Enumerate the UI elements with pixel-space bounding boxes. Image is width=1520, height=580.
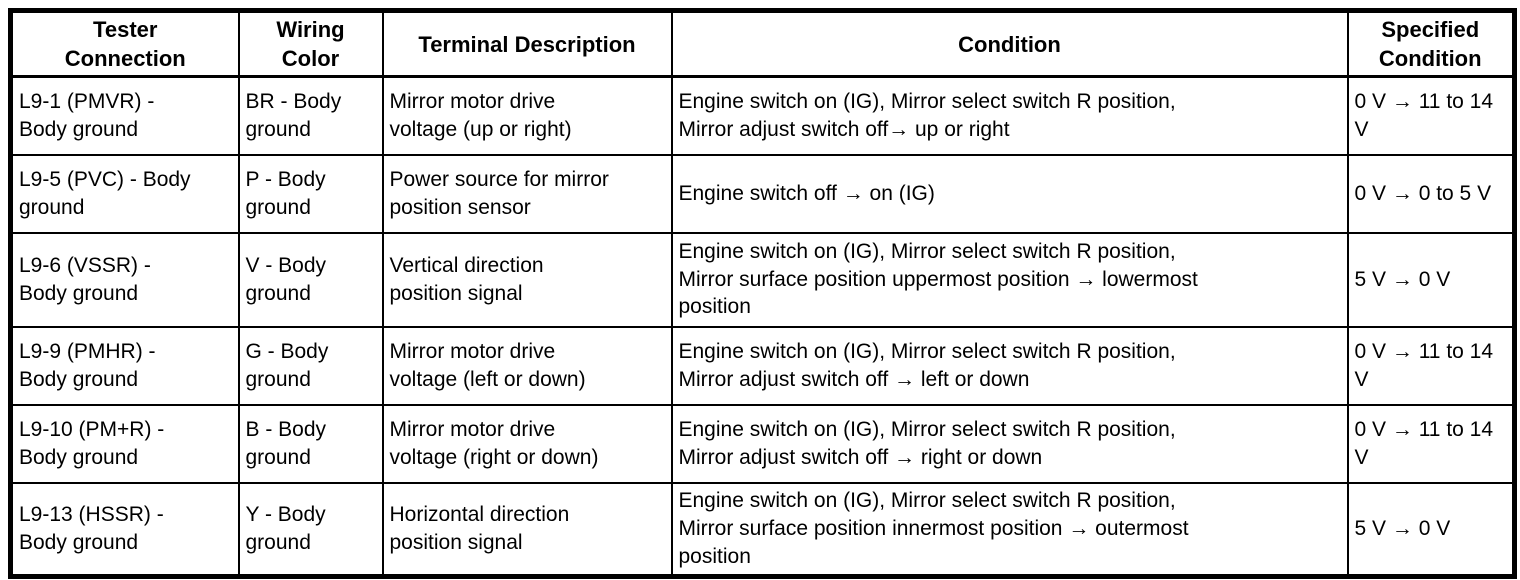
cell-specified-condition: 0 V → 11 to 14 V xyxy=(1346,403,1516,484)
cell-wiring-color: V - Body ground xyxy=(237,231,384,328)
terminal-inspection-table: Tester Connection Wiring Color Terminal … xyxy=(8,8,1517,580)
table-row-l9-10: L9-10 (PM+R) - Body ground B - Body grou… xyxy=(9,403,1516,484)
cell-terminal-description: Power source for mirror position sensor xyxy=(381,153,673,234)
cell-wiring-color: G - Body ground xyxy=(237,325,384,406)
cell-condition: Engine switch on (IG), Mirror select swi… xyxy=(670,325,1349,406)
cell-terminal-description: Mirror motor drive voltage (right or dow… xyxy=(381,403,673,484)
document-page: Tester Connection Wiring Color Terminal … xyxy=(8,8,1517,580)
cell-tester-connection: L9-13 (HSSR) - Body ground xyxy=(9,481,240,578)
table-row-l9-9: L9-9 (PMHR) - Body ground G - Body groun… xyxy=(9,325,1516,406)
cell-wiring-color: BR - Body ground xyxy=(237,75,384,156)
col-header-terminal-description: Terminal Description xyxy=(381,9,673,79)
table-row-l9-6: L9-6 (VSSR) - Body ground V - Body groun… xyxy=(9,231,1516,328)
cell-tester-connection: L9-10 (PM+R) - Body ground xyxy=(9,403,240,484)
table-row-l9-13: L9-13 (HSSR) - Body ground Y - Body grou… xyxy=(9,481,1516,578)
table-row-l9-1: L9-1 (PMVR) - Body ground BR - Body grou… xyxy=(9,75,1516,156)
cell-tester-connection: L9-9 (PMHR) - Body ground xyxy=(9,325,240,406)
cell-specified-condition: 5 V → 0 V xyxy=(1346,481,1516,578)
cell-condition: Engine switch on (IG), Mirror select swi… xyxy=(670,231,1349,328)
cell-tester-connection: L9-6 (VSSR) - Body ground xyxy=(9,231,240,328)
cell-specified-condition: 5 V → 0 V xyxy=(1346,231,1516,328)
col-header-tester-connection: Tester Connection xyxy=(9,9,240,79)
cell-terminal-description: Mirror motor drive voltage (up or right) xyxy=(381,75,673,156)
cell-specified-condition: 0 V → 0 to 5 V xyxy=(1346,153,1516,234)
cell-specified-condition: 0 V → 11 to 14 V xyxy=(1346,325,1516,406)
header-row: Tester Connection Wiring Color Terminal … xyxy=(9,9,1516,79)
cell-condition: Engine switch off → on (IG) xyxy=(670,153,1349,234)
cell-terminal-description: Mirror motor drive voltage (left or down… xyxy=(381,325,673,406)
cell-tester-connection: L9-1 (PMVR) - Body ground xyxy=(9,75,240,156)
cell-condition: Engine switch on (IG), Mirror select swi… xyxy=(670,75,1349,156)
table-row-l9-5: L9-5 (PVC) - Body ground P - Body ground… xyxy=(9,153,1516,234)
cell-specified-condition: 0 V → 11 to 14 V xyxy=(1346,75,1516,156)
col-header-wiring-color: Wiring Color xyxy=(237,9,384,79)
col-header-specified-condition: Specified Condition xyxy=(1346,9,1516,79)
cell-condition: Engine switch on (IG), Mirror select swi… xyxy=(670,403,1349,484)
cell-wiring-color: Y - Body ground xyxy=(237,481,384,578)
cell-terminal-description: Vertical direction position signal xyxy=(381,231,673,328)
cell-wiring-color: P - Body ground xyxy=(237,153,384,234)
col-header-condition: Condition xyxy=(670,9,1349,79)
cell-tester-connection: L9-5 (PVC) - Body ground xyxy=(9,153,240,234)
cell-terminal-description: Horizontal direction position signal xyxy=(381,481,673,578)
cell-wiring-color: B - Body ground xyxy=(237,403,384,484)
cell-condition: Engine switch on (IG), Mirror select swi… xyxy=(670,481,1349,578)
